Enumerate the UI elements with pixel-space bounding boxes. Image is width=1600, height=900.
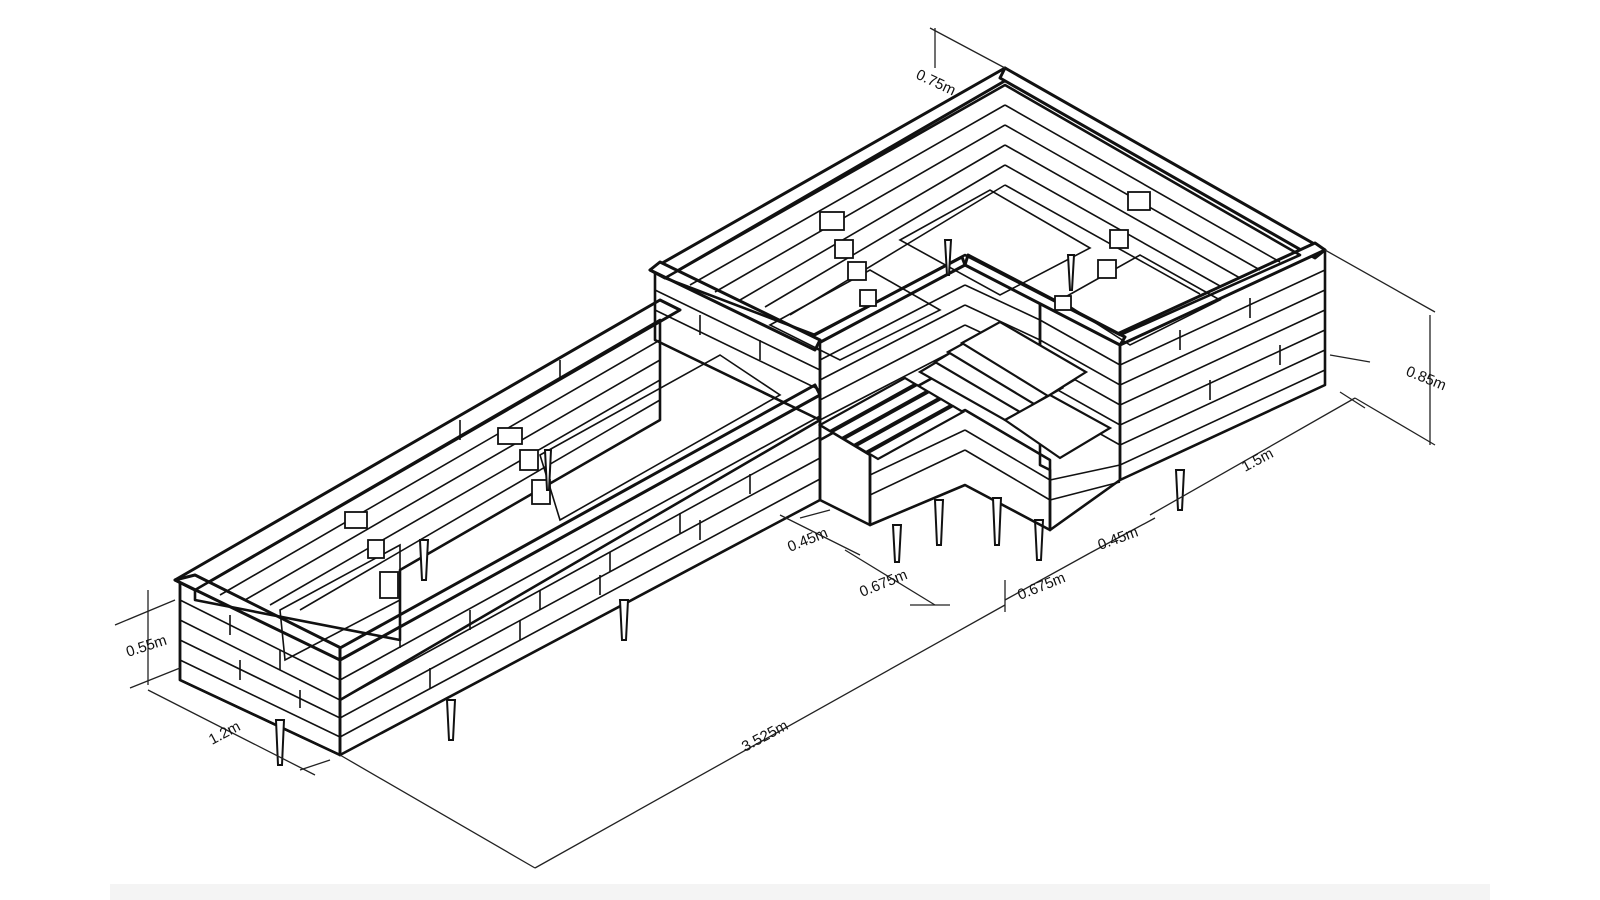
dim-label-short-wall-height: 0.55m — [124, 632, 169, 661]
tall-inner-cap-left — [808, 255, 967, 347]
right-planter — [648, 66, 1327, 561]
tall-cavity-left — [768, 269, 942, 361]
tall-left-boards — [654, 289, 821, 391]
tall-inner-cap-right — [963, 253, 1127, 347]
left-end-boards — [179, 599, 341, 738]
dim-label-seat-span-right: 0.675m — [1015, 569, 1068, 604]
left-long-boards — [339, 415, 821, 738]
right-pegs — [943, 239, 1186, 561]
left-cavity-2 — [539, 354, 782, 522]
tall-right-back-cap — [998, 66, 1327, 260]
right-end-boards — [1119, 269, 1326, 466]
left-planter — [173, 298, 822, 766]
tall-inner-back — [663, 83, 1302, 337]
left-front-cap — [338, 383, 822, 662]
dim-label-long-length: 3.525m — [739, 717, 791, 756]
dim-label-right-width: 1.5m — [1239, 445, 1276, 476]
bench-front-face — [868, 408, 1052, 532]
left-brackets — [344, 427, 551, 599]
bench-pegs — [891, 497, 1003, 563]
dim-label-tall-height: 0.85m — [1404, 363, 1449, 394]
corner-bench — [817, 320, 1113, 563]
left-cavity-1 — [279, 543, 401, 662]
bench-slats-right — [917, 320, 1113, 460]
bench-slats-left — [817, 376, 966, 461]
dim-label-seat-span-left: 0.675m — [857, 566, 910, 601]
tall-brackets — [819, 191, 1151, 311]
dim-label-back-height: 0.75m — [913, 66, 958, 99]
tall-cavity-center — [898, 189, 1092, 296]
left-inner-back — [193, 318, 662, 642]
floor-strip — [110, 884, 1490, 900]
dimension-lines — [114, 27, 1436, 869]
dim-label-seat-depth-right: 0.45m — [1096, 524, 1141, 554]
left-pegs — [274, 449, 630, 766]
